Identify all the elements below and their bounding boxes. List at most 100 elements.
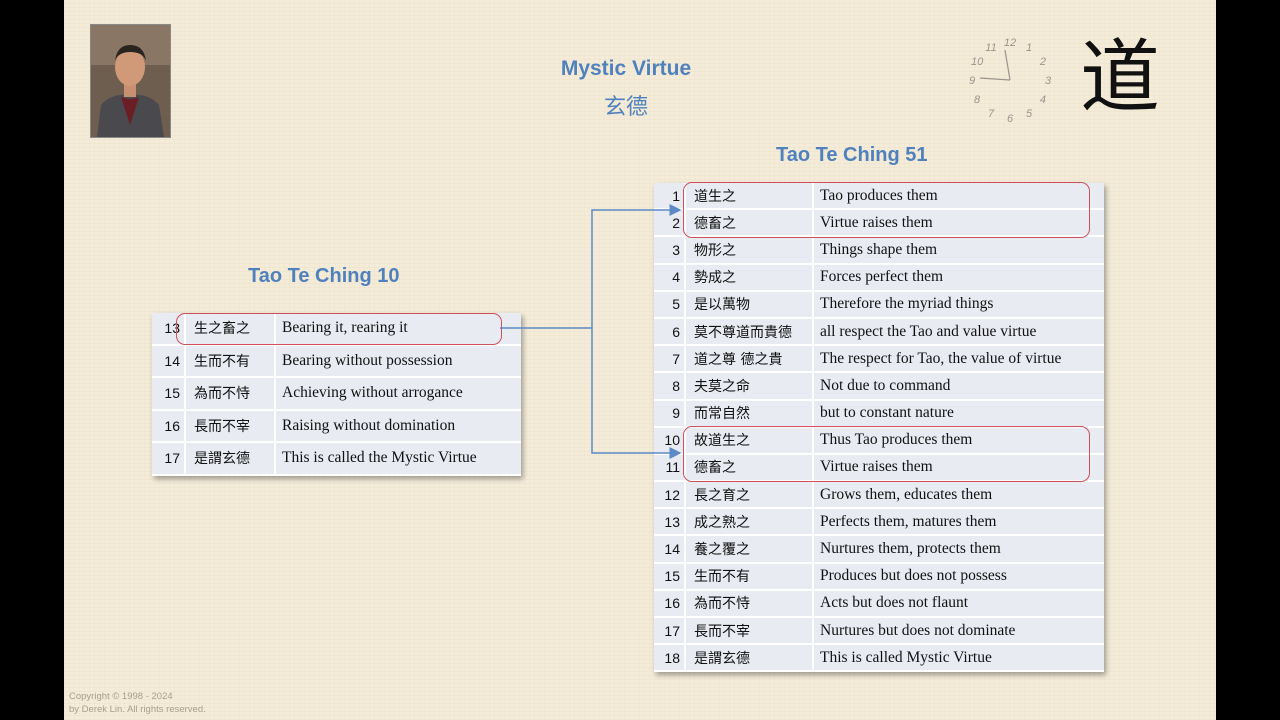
line-number: 15 — [152, 377, 186, 411]
english-text: all respect the Tao and value virtue — [813, 317, 1104, 347]
clock-number: 3 — [1045, 75, 1052, 87]
line-number: 17 — [654, 617, 686, 646]
chinese-text: 道生之 — [685, 183, 814, 211]
chinese-text: 勢成之 — [685, 263, 814, 292]
english-text: Therefore the myriad things — [813, 290, 1104, 319]
line-number: 4 — [654, 263, 686, 292]
highlight-box-lines-1-2 — [683, 182, 1090, 238]
english-text: This is called the Mystic Virtue — [275, 442, 521, 476]
presenter-photo — [90, 24, 171, 138]
chinese-text: 長之育之 — [685, 481, 814, 510]
clock-number: 7 — [988, 108, 995, 120]
english-text: but to constant nature — [813, 399, 1104, 428]
chinese-text: 是謂玄德 — [185, 442, 276, 476]
english-text: Produces but does not possess — [813, 562, 1104, 591]
english-text: Tao produces them — [813, 183, 1104, 211]
copyright-notice: Copyright © 1998 - 2024 by Derek Lin. Al… — [69, 690, 206, 716]
chinese-text: 養之覆之 — [685, 535, 814, 564]
chinese-text: 是以萬物 — [685, 290, 814, 319]
line-number: 8 — [654, 372, 686, 401]
chinese-text: 是謂玄德 — [685, 644, 814, 673]
english-text: Nurtures but does not dominate — [813, 617, 1104, 646]
clock-number: 5 — [1026, 108, 1033, 120]
tao-character: 道 — [1080, 31, 1160, 124]
english-text: Things shape them — [813, 236, 1104, 265]
chinese-text: 道之尊 德之貴 — [685, 345, 814, 374]
line-number: 17 — [152, 442, 186, 476]
line-number: 7 — [654, 345, 686, 374]
line-number: 16 — [152, 409, 186, 443]
clock-number: 2 — [1039, 56, 1046, 68]
english-text: This is called Mystic Virtue — [813, 644, 1104, 673]
chinese-text: 長而不宰 — [185, 409, 276, 443]
english-text: Grows them, educates them — [813, 481, 1104, 510]
chinese-text: 故道生之 — [685, 426, 814, 455]
clock-hand — [979, 77, 1011, 81]
line-number: 13 — [654, 508, 686, 537]
copyright-line-2: by Derek Lin. All rights reserved. — [69, 704, 206, 715]
chinese-text: 生而不有 — [685, 562, 814, 591]
chinese-text: 成之熟之 — [685, 508, 814, 537]
english-text: Forces perfect them — [813, 263, 1104, 292]
clock-number: 8 — [974, 94, 981, 106]
table10-title: Tao Te Ching 10 — [248, 265, 400, 287]
chinese-text: 德畜之 — [685, 209, 814, 238]
english-text: Virtue raises them — [813, 453, 1104, 483]
chinese-text: 生之畜之 — [185, 313, 276, 346]
english-text: Bearing it, rearing it — [275, 313, 521, 346]
line-number: 6 — [654, 317, 686, 347]
english-text: Virtue raises them — [813, 209, 1104, 238]
chinese-text: 莫不尊道而貴德 — [685, 317, 814, 347]
chinese-text: 生而不有 — [185, 344, 276, 378]
chinese-text: 夫莫之命 — [685, 372, 814, 401]
english-text: Bearing without possession — [275, 344, 521, 378]
clock-number: 12 — [1004, 37, 1016, 49]
english-text: Raising without domination — [275, 409, 521, 443]
english-text: Perfects them, matures them — [813, 508, 1104, 537]
chinese-text: 物形之 — [685, 236, 814, 265]
chinese-text: 為而不恃 — [185, 377, 276, 411]
line-number: 9 — [654, 399, 686, 428]
line-number: 14 — [152, 344, 186, 378]
clock-number: 9 — [969, 75, 975, 87]
line-number: 18 — [654, 644, 686, 673]
table51-title: Tao Te Ching 51 — [776, 144, 928, 166]
chinese-text: 為而不恃 — [685, 589, 814, 619]
highlight-box-line-13 — [176, 313, 502, 345]
chinese-text: 德畜之 — [685, 453, 814, 483]
line-number: 14 — [654, 535, 686, 564]
line-number: 3 — [654, 236, 686, 265]
copyright-line-1: Copyright © 1998 - 2024 — [69, 691, 173, 702]
line-number: 10 — [654, 426, 686, 455]
chinese-text: 長而不宰 — [685, 617, 814, 646]
slide-subtitle-chinese: 玄德 — [603, 95, 648, 120]
english-text: Acts but does not flaunt — [813, 589, 1104, 619]
line-number: 12 — [654, 481, 686, 510]
line-number: 5 — [654, 290, 686, 319]
clock-number: 4 — [1040, 94, 1046, 106]
clock-hand — [1004, 49, 1011, 81]
